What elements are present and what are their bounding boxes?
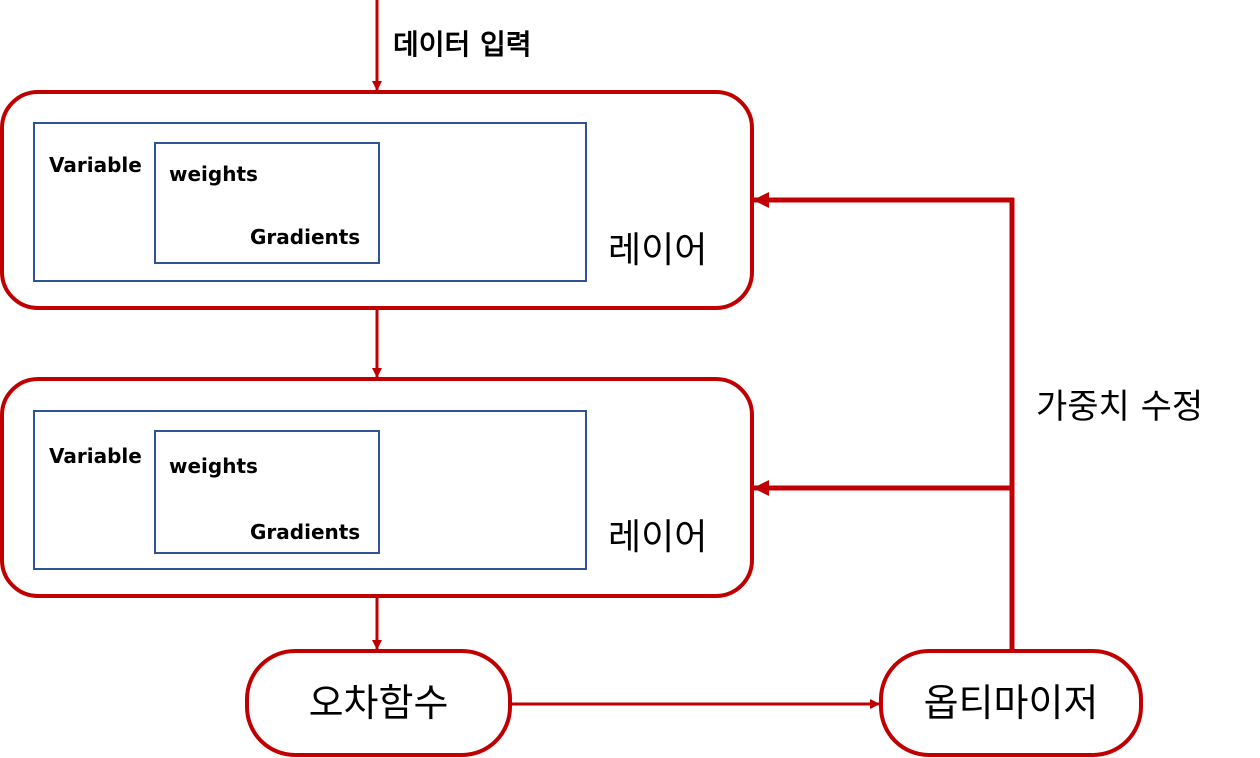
weights-label: weights (169, 454, 258, 478)
variable-box: Variable weights Gradients (33, 410, 587, 570)
layer-label: 레이어 (608, 230, 708, 271)
weight-update-label: 가중치 수정 (1036, 387, 1204, 427)
layer-label: 레이어 (608, 517, 708, 558)
gradients-label: Gradients (250, 225, 361, 249)
variable-box: Variable weights Gradients (33, 122, 587, 282)
variable-label: Variable (49, 153, 142, 177)
loss-function-node: 오차함수 (245, 649, 512, 757)
optimizer-node: 옵티마이저 (879, 649, 1143, 757)
layer-2-box: Variable weights Gradients 레이어 (0, 377, 754, 598)
layer-1-box: Variable weights Gradients 레이어 (0, 90, 754, 310)
optimizer-label: 옵티마이저 (923, 681, 1099, 725)
weights-gradients-box: weights Gradients (154, 142, 380, 264)
variable-label: Variable (49, 444, 142, 468)
loss-function-label: 오차함수 (308, 681, 449, 725)
input-label: 데이터 입력 (393, 28, 532, 61)
weights-label: weights (169, 162, 258, 186)
gradients-label: Gradients (250, 520, 361, 544)
weights-gradients-box: weights Gradients (154, 430, 380, 554)
